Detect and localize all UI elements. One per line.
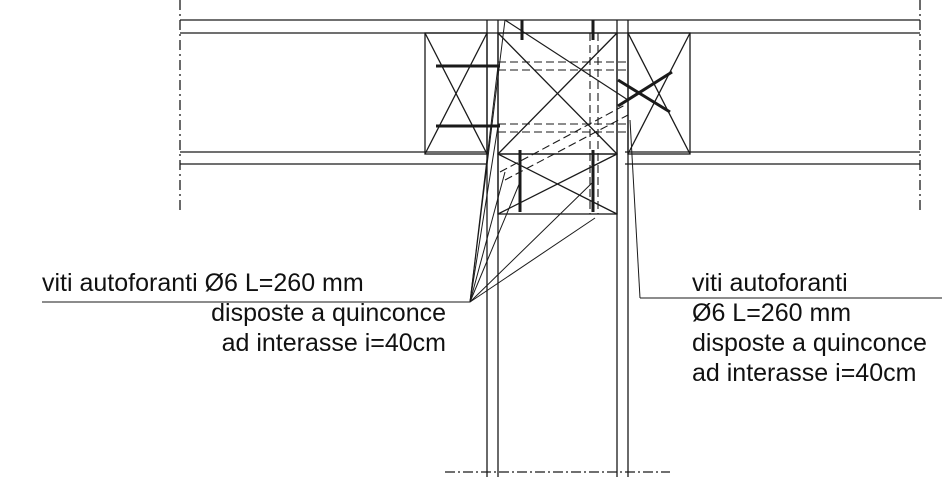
block-center-lower [497,153,618,215]
hidden-lines [498,33,629,214]
leader-lines [42,19,942,303]
block-left [424,32,488,155]
top-beam [180,19,920,165]
annotation-left-line1: viti autoforanti Ø6 L=260 mm [42,269,364,297]
annotation-right-line3: disposte a quinconce [692,329,927,357]
annotation-left: viti autoforanti Ø6 L=260 mm disposte a … [42,268,446,358]
column [486,20,629,477]
screw [617,70,673,108]
screw [617,78,671,114]
annotation-left-line2: disposte a quinconce [211,299,446,327]
screws [436,19,673,212]
block-center-upper [497,32,618,155]
annotation-right-line1: viti autoforanti [692,269,848,297]
annotation-right: viti autoforanti Ø6 L=260 mm disposte a … [692,268,927,388]
annotation-right-line4: ad interasse i=40cm [692,359,917,387]
annotation-right-line2: Ø6 L=260 mm [692,299,852,327]
annotation-left-line3: ad interasse i=40cm [221,329,446,357]
screw [504,19,629,101]
block-right [627,32,691,155]
